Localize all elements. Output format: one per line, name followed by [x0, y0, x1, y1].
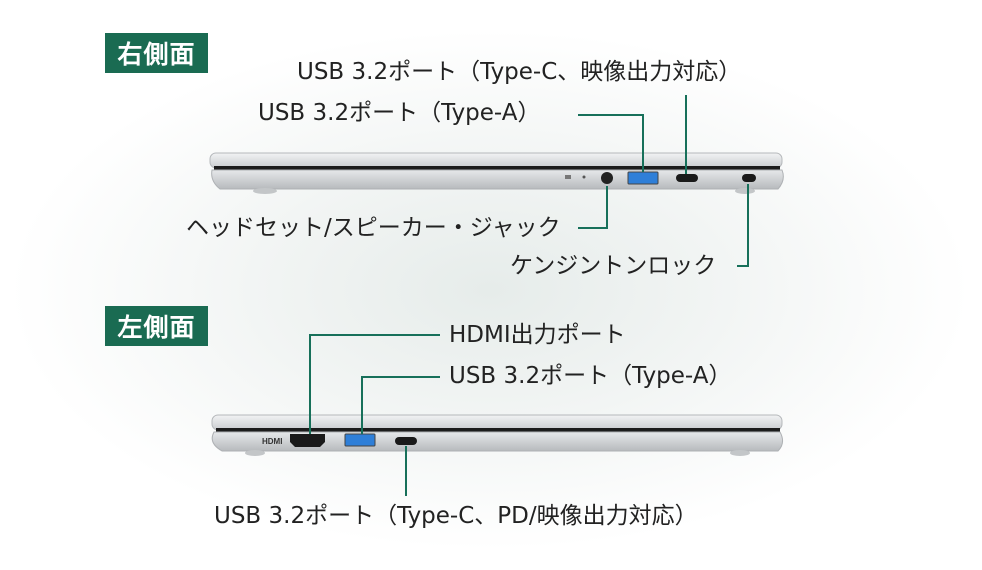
leader-line-headset [578, 227, 608, 229]
laptop-right-side-view [209, 152, 784, 194]
leader-line-usb-a [361, 376, 440, 378]
power-led-icon [582, 175, 586, 179]
foot [735, 188, 755, 194]
usb-c-port [676, 174, 698, 182]
foot [245, 450, 265, 456]
battery-led-icon [565, 175, 571, 179]
leader-line-headset [606, 186, 608, 229]
usb-a-port [627, 171, 659, 185]
foot [253, 188, 277, 194]
left-side-badge: 左側面 [105, 306, 208, 346]
left-usb-c-label: USB 3.2ポート（Type-C、PD/映像出力対応） [214, 503, 698, 529]
usb-c-port [395, 437, 417, 445]
kensington-lock-label: ケンジントンロック [510, 253, 717, 279]
leader-line-usb-a [642, 114, 644, 172]
headset-jack-label: ヘッドセット/スピーカー・ジャック [186, 215, 561, 241]
leader-line-usb-a [361, 376, 363, 434]
laptop-left-side-view: HDMI [211, 414, 784, 456]
leader-line-kensington [737, 265, 749, 267]
hdmi-port [290, 434, 325, 447]
leader-line-hdmi [309, 334, 311, 434]
kensington-lock-slot [742, 174, 756, 182]
right-side-badge: 右側面 [105, 33, 208, 73]
leader-line-usb-c [685, 95, 687, 174]
right-usb-c-label: USB 3.2ポート（Type-C、映像出力対応） [297, 59, 742, 85]
leader-line-hdmi [309, 334, 440, 336]
leader-line-kensington [747, 184, 749, 267]
usb-a-port [344, 433, 376, 447]
headset-jack-port [601, 172, 613, 184]
hdmi-print: HDMI [262, 437, 282, 446]
right-usb-a-label: USB 3.2ポート（Type-A） [258, 100, 541, 126]
leader-line-usb-c [405, 446, 407, 496]
hdmi-label: HDMI出力ポート [449, 322, 626, 348]
leader-line-usb-a [578, 114, 644, 116]
foot [730, 450, 750, 456]
left-usb-a-label: USB 3.2ポート（Type-A） [449, 363, 732, 389]
